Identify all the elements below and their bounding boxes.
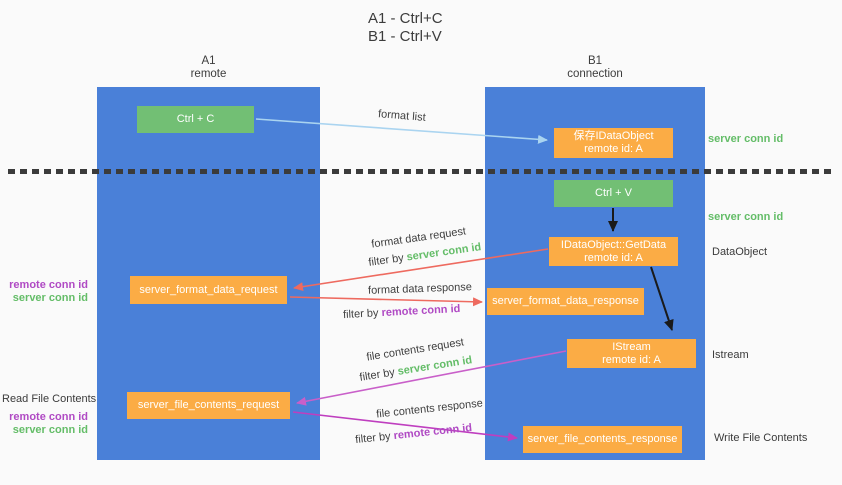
left-server-conn-id-label-1: server conn id	[12, 292, 88, 304]
column-a1-name: A1	[201, 55, 216, 67]
column-header-b1: B1 connection	[485, 55, 705, 81]
right-istream-label: Istream	[712, 349, 749, 361]
ctrl-c-box: Ctrl + C	[137, 106, 254, 133]
ctrl-v-label: Ctrl + V	[595, 187, 632, 199]
ctrl-c-label: Ctrl + C	[176, 113, 215, 125]
save-idataobject-box: 保存IDataObject remote id: A	[554, 128, 673, 158]
idataobject-getdata-line1: IDataObject::GetData	[560, 238, 667, 251]
format-data-response-label: format data response	[367, 281, 473, 297]
title-line-1: A1 - Ctrl+C	[368, 10, 443, 27]
left-remote-conn-id-label-1: remote conn id	[9, 279, 88, 291]
server-file-contents-response-label: server_file_contents_response	[527, 433, 678, 445]
server-format-data-request-label: server_format_data_request	[139, 283, 278, 296]
phase-divider-line	[8, 169, 834, 174]
remote-conn-id-text: remote conn id	[381, 302, 461, 320]
filter-by-text: filter by	[354, 430, 392, 447]
title-line-2: B1 - Ctrl+V	[368, 28, 442, 45]
right-write-file-contents-label: Write File Contents	[714, 432, 808, 444]
server-conn-id-text: server conn id	[405, 241, 483, 264]
left-remote-conn-id-label-2: remote conn id	[9, 411, 88, 423]
idataobject-getdata-box: IDataObject::GetData remote id: A	[549, 237, 678, 266]
format-list-label: format list	[377, 108, 427, 124]
istream-line2: remote id: A	[602, 353, 661, 366]
filter-by-text: filter by	[367, 252, 405, 269]
idataobject-getdata-line2: remote id: A	[584, 251, 643, 264]
column-b1-name: B1	[587, 55, 603, 67]
column-a1-subtitle: remote	[190, 68, 227, 80]
server-file-contents-request-label: server_file_contents_request	[137, 399, 280, 411]
server-format-data-response-label: server_format_data_response	[492, 295, 639, 307]
save-idataobject-line1: 保存IDataObject	[573, 130, 654, 142]
save-idataobject-line2: remote id: A	[584, 143, 643, 155]
istream-line1: IStream	[612, 340, 651, 353]
filter-by-remote-conn-id-label-1: filter by remote conn id	[343, 303, 461, 321]
diagram-title: A1 - Ctrl+C B1 - Ctrl+V	[368, 10, 443, 46]
server-format-data-request-box: server_format_data_request	[130, 276, 287, 304]
right-dataobject-label: DataObject	[712, 246, 768, 258]
filter-by-text: filter by	[358, 366, 396, 384]
server-file-contents-response-box: server_file_contents_response	[523, 426, 682, 453]
file-contents-response-label: file contents response	[375, 397, 484, 421]
left-read-file-contents-label: Read File Contents	[2, 393, 97, 405]
istream-box: IStream remote id: A	[567, 339, 696, 368]
server-format-data-response-box: server_format_data_response	[487, 288, 644, 315]
right-server-conn-id-label-2: server conn id	[708, 211, 784, 223]
ctrl-v-box: Ctrl + V	[554, 180, 673, 207]
column-header-a1: A1 remote	[97, 55, 320, 81]
left-server-conn-id-label-2: server conn id	[12, 424, 88, 436]
filter-by-text: filter by	[342, 307, 379, 322]
column-b1-subtitle: connection	[567, 68, 623, 80]
server-file-contents-request-box: server_file_contents_request	[127, 392, 290, 419]
right-server-conn-id-label-1: server conn id	[708, 133, 784, 145]
server-conn-id-text: server conn id	[396, 354, 473, 378]
filter-by-remote-conn-id-label-2: filter by remote conn id	[355, 422, 473, 446]
remote-conn-id-text: remote conn id	[393, 421, 473, 443]
